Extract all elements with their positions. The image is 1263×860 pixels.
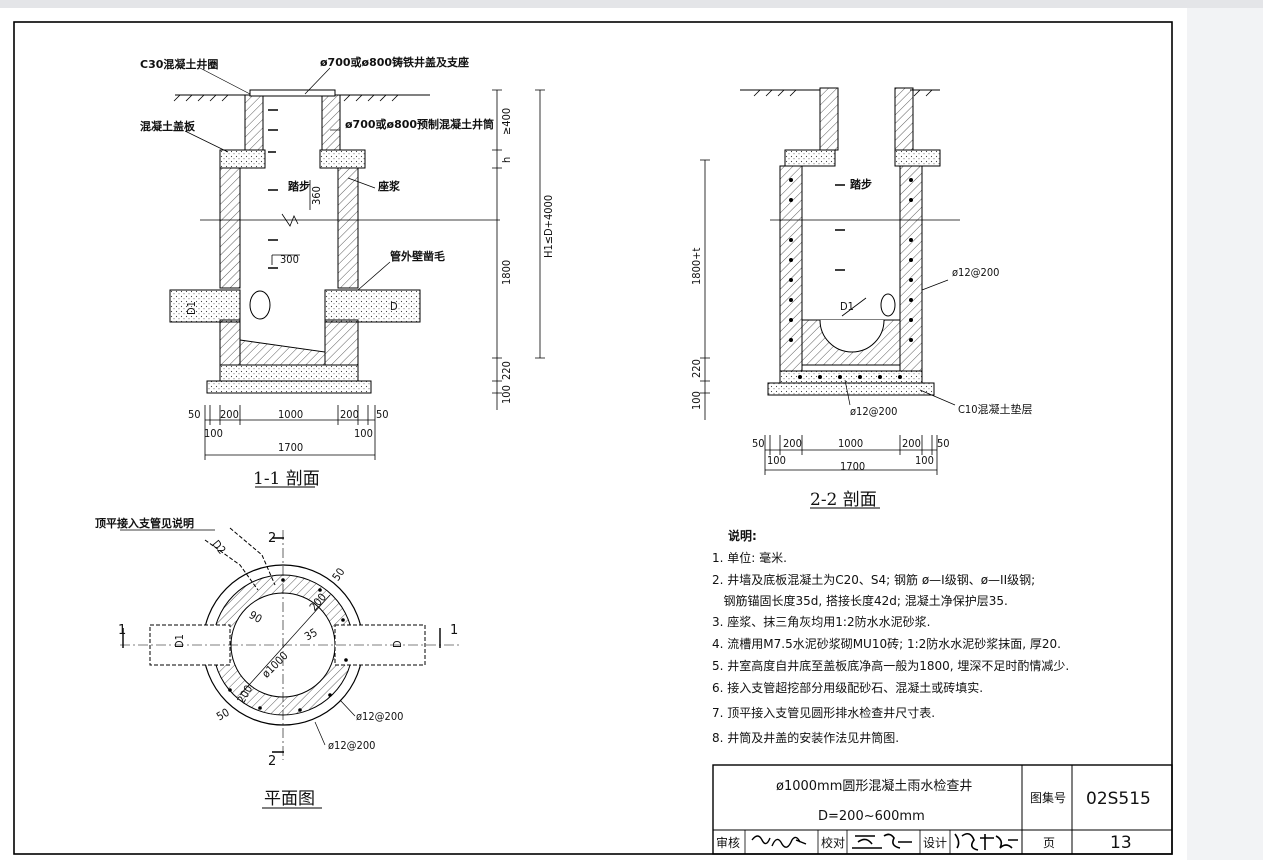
notes-heading: 说明: bbox=[728, 528, 757, 543]
dim-v-400: ≥400 bbox=[500, 108, 513, 135]
signature-review bbox=[751, 835, 807, 848]
plan-rebar1: ø12@200 bbox=[356, 710, 403, 723]
note-6: 6. 接入支管超挖部分用级配砂石、混凝土或砖填实. bbox=[712, 680, 983, 695]
plan-texts: 顶平接入支管见说明 2 2 1 1 D2 D1 D ø1000 90 200 2… bbox=[95, 516, 458, 809]
dim-v-220: 220 bbox=[500, 361, 513, 380]
tb-page-label: 页 bbox=[1043, 836, 1055, 850]
plan-cut-top: 2 bbox=[268, 531, 276, 546]
sheet-border bbox=[13, 21, 1173, 855]
section-2-2-texts: 踏步 ø12@200 ø12@200 C10混凝土垫层 D1 1800+t 22… bbox=[690, 177, 1033, 510]
dim-h-100a: 100 bbox=[204, 427, 223, 440]
tb-atlas-label: 图集号 bbox=[1030, 790, 1066, 805]
label-step: 踏步 bbox=[288, 179, 310, 193]
label-d1-2: D1 bbox=[840, 300, 854, 313]
title-block: ø1000mm圆形混凝土雨水检查井 D=200~600mm 图集号 02S515… bbox=[712, 764, 1173, 855]
plan-w35: 35 bbox=[302, 626, 319, 644]
note-5: 5. 井室高度自井底至盖板底净高一般为1800, 埋深不足时酌情减少. bbox=[712, 658, 1069, 673]
note-8: 8. 井筒及井盖的安装作法见井筒图. bbox=[712, 730, 899, 745]
tb-title-line1: ø1000mm圆形混凝土雨水检查井 bbox=[776, 778, 972, 794]
label-ring: C30混凝土井圈 bbox=[140, 57, 218, 71]
dim-v-300: 300 bbox=[280, 253, 299, 266]
dim2-h-200a: 200 bbox=[783, 437, 802, 450]
signature-design bbox=[954, 832, 1018, 851]
plan-cut-left: 1 bbox=[118, 623, 126, 638]
drawing-sheet bbox=[0, 8, 1187, 860]
section-1-1 bbox=[169, 67, 545, 488]
label-d1: D1 bbox=[185, 301, 198, 315]
plan-view bbox=[120, 527, 460, 809]
dim-h-200b: 200 bbox=[340, 408, 359, 421]
note-1: 1. 单位: 毫米. bbox=[712, 550, 787, 565]
dim-h-50a: 50 bbox=[188, 408, 201, 421]
dim2-h-200b: 200 bbox=[902, 437, 921, 450]
label-tube: ø700或ø800预制混凝土井筒 bbox=[345, 117, 494, 131]
section-2-2-title: 2-2 剖面 bbox=[810, 490, 877, 510]
dim-h-1700: 1700 bbox=[278, 441, 303, 454]
plan-w50b: 50 bbox=[214, 706, 231, 724]
section-2-2 bbox=[700, 87, 960, 509]
signature-check bbox=[852, 833, 912, 849]
tb-page-no: 13 bbox=[1110, 833, 1132, 853]
label-slab: 混凝土盖板 bbox=[140, 119, 196, 133]
dim-h-200a: 200 bbox=[220, 408, 239, 421]
label-cover: ø700或ø800铸铁井盖及支座 bbox=[320, 55, 469, 69]
label-step-2: 踏步 bbox=[850, 177, 872, 191]
dim2-h-1000: 1000 bbox=[838, 437, 863, 450]
plan-d: D bbox=[391, 640, 404, 648]
dim-v-100-2: 100 bbox=[690, 391, 703, 410]
plan-cut-right: 1 bbox=[450, 623, 458, 638]
dim-v-100: 100 bbox=[500, 385, 513, 404]
label-mortar: 座浆 bbox=[377, 179, 401, 193]
plan-angle-90: 90 bbox=[247, 608, 264, 626]
dim2-h-100a: 100 bbox=[767, 454, 786, 467]
label-rebar-bottom: ø12@200 bbox=[850, 405, 897, 418]
dim-v-h1: H1≤D+4000 bbox=[542, 195, 555, 258]
note-2: 2. 井墙及底板混凝土为C20、S4; 钢筋 ø—I级钢、ø—II级钢; bbox=[712, 572, 1035, 587]
tb-title-line2: D=200~600mm bbox=[818, 809, 925, 824]
dim-h-1000: 1000 bbox=[278, 408, 303, 421]
tb-design-label: 设计 bbox=[923, 836, 947, 850]
plan-d2: D2 bbox=[209, 538, 228, 557]
dim2-h-50a: 50 bbox=[752, 437, 765, 450]
section-1-1-texts: C30混凝土井圈 ø700或ø800铸铁井盖及支座 混凝土盖板 ø700或ø80… bbox=[140, 55, 555, 489]
label-pipe-wall: 管外壁凿毛 bbox=[390, 249, 445, 263]
tb-review-label: 审核 bbox=[716, 835, 740, 850]
note-3: 3. 座浆、抹三角灰均用1:2防水水泥砂浆. bbox=[712, 614, 930, 629]
plan-d1: D1 bbox=[173, 634, 186, 648]
notes: 说明: 1. 单位: 毫米. 2. 井墙及底板混凝土为C20、S4; 钢筋 ø—… bbox=[712, 528, 1069, 745]
label-cushion: C10混凝土垫层 bbox=[958, 402, 1033, 416]
plan-rebar2: ø12@200 bbox=[328, 739, 375, 752]
dim-v-h: h bbox=[500, 157, 513, 163]
note-2b: 钢筋锚固长度35d, 搭接长度42d; 混凝土净保护层35. bbox=[712, 593, 1008, 608]
dim2-h-1700: 1700 bbox=[840, 460, 865, 473]
dim-h-50b: 50 bbox=[376, 408, 389, 421]
label-rebar-side: ø12@200 bbox=[952, 266, 999, 279]
dim-h-100b: 100 bbox=[354, 427, 373, 440]
dim2-h-50b: 50 bbox=[937, 437, 950, 450]
tb-check-label: 校对 bbox=[821, 835, 845, 850]
dim-v-220-2: 220 bbox=[690, 359, 703, 378]
section-1-1-title: 1-1 剖面 bbox=[253, 469, 320, 489]
note-7: 7. 顶平接入支管见圆形排水检查井尺寸表. bbox=[712, 705, 935, 720]
plan-title: 平面图 bbox=[264, 789, 315, 809]
plan-callout: 顶平接入支管见说明 bbox=[95, 516, 194, 530]
tb-atlas-no: 02S515 bbox=[1086, 789, 1151, 809]
dim2-h-100b: 100 bbox=[915, 454, 934, 467]
plan-cut-bottom: 2 bbox=[268, 754, 276, 769]
dim-v-1800t: 1800+t bbox=[690, 248, 703, 285]
label-d: D bbox=[390, 300, 398, 313]
viewer-side-panel bbox=[1187, 8, 1263, 860]
plan-w50a: 50 bbox=[330, 566, 348, 584]
note-4: 4. 流槽用M7.5水泥砂浆砌MU10砖; 1:2防水水泥砂浆抹面, 厚20. bbox=[712, 636, 1061, 651]
dim-v-360: 360 bbox=[310, 186, 323, 205]
dim-v-1800: 1800 bbox=[500, 260, 513, 285]
